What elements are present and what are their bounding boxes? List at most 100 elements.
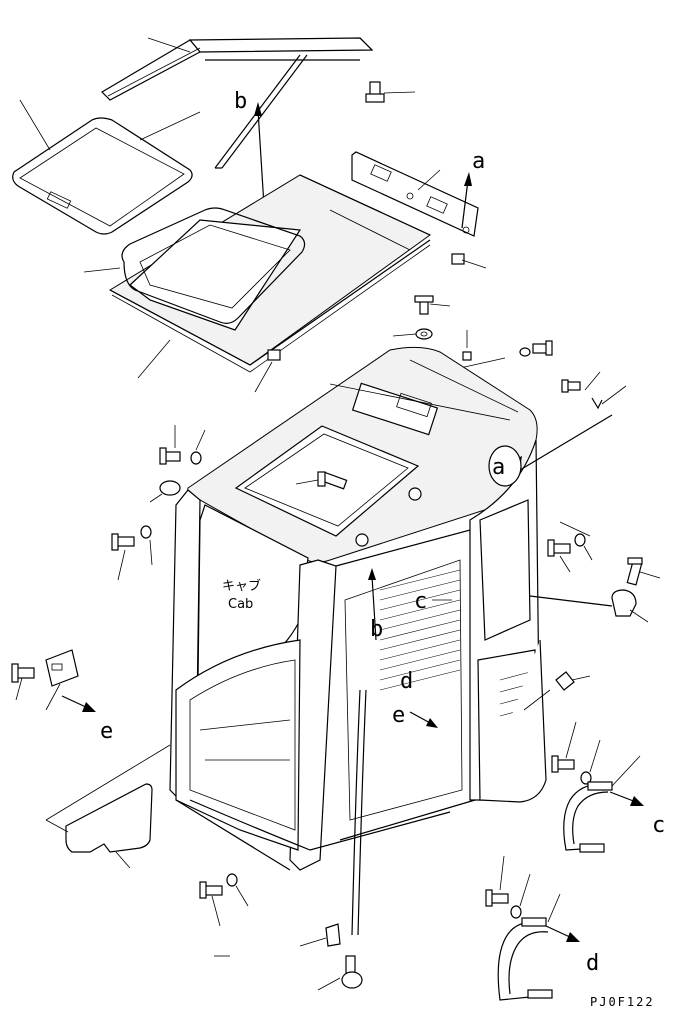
washer [226, 873, 238, 887]
leader-line [601, 385, 627, 405]
cab-label-en: Cab [228, 597, 253, 612]
bolt [551, 755, 575, 773]
door-bracket [45, 649, 79, 687]
arrow-e-body [409, 711, 438, 728]
roof-glass-panel [12, 117, 193, 235]
leader-line [235, 885, 249, 907]
leader-line [83, 267, 121, 273]
bolt [365, 81, 385, 103]
leader-line [523, 689, 551, 711]
leader-line [392, 333, 417, 337]
leader-line [547, 893, 561, 923]
leader-line [417, 169, 441, 191]
arrow-d-side [545, 925, 580, 942]
leader-line [583, 545, 593, 561]
bolt [341, 955, 363, 989]
label-e-side: e [100, 719, 113, 744]
leader-line [254, 361, 273, 393]
cab-label-jp: キャブ [222, 578, 261, 594]
leader-line [19, 99, 51, 151]
rubber-stopper [611, 589, 637, 617]
washer [415, 328, 433, 340]
washer [140, 525, 152, 539]
leader-line [15, 677, 23, 701]
bolt [199, 881, 223, 899]
leader-line [139, 111, 201, 141]
washer [510, 905, 522, 919]
cab-body [169, 346, 547, 936]
leader-line [295, 479, 319, 485]
bolt [11, 663, 35, 683]
leader-line [519, 873, 531, 907]
leader-line [383, 91, 416, 94]
arrow-a-body [488, 414, 613, 487]
washer [580, 771, 592, 785]
leader-line [584, 371, 601, 391]
washer [574, 533, 586, 547]
label-a-body: a [492, 455, 505, 480]
leader-line [299, 937, 327, 947]
leader-line [459, 357, 506, 369]
leader-line [571, 675, 591, 681]
cap [555, 671, 575, 691]
handrail-c [563, 781, 613, 853]
leader-line [149, 539, 153, 566]
label-e-body: e [392, 703, 405, 728]
arrow-a-top [461, 172, 472, 229]
leader-line [639, 571, 661, 579]
arrow-b-body [368, 568, 377, 641]
roof-panel [108, 174, 431, 373]
bolt [485, 889, 509, 907]
leader-line [137, 339, 171, 379]
leader-line [317, 977, 341, 991]
label-b-top: b [234, 89, 247, 114]
leader-line [589, 739, 601, 773]
leader-line [117, 549, 126, 581]
label-c-side: c [652, 813, 665, 838]
drawing-code: PJ0F122 [590, 995, 655, 1009]
bolt [414, 295, 434, 315]
washer [519, 347, 531, 357]
bolt [159, 447, 181, 465]
label-a-top: a [472, 149, 485, 174]
bolt [547, 539, 571, 557]
leader-line [147, 37, 191, 53]
label-d-body: d [400, 669, 413, 694]
leader-line [211, 895, 221, 927]
label-b-body: b [370, 617, 383, 642]
arrow-e-side [61, 695, 96, 712]
bolt [532, 340, 553, 356]
leader-line [115, 851, 131, 869]
arrow-c-side [609, 791, 644, 806]
leader-line [45, 819, 69, 833]
washer [190, 451, 202, 465]
handrail-d [497, 917, 553, 1001]
bolt [111, 533, 135, 551]
bolt [626, 557, 643, 586]
leader-line [529, 595, 613, 607]
nut [267, 349, 281, 361]
side-cover-panel [65, 783, 153, 853]
leader-line [559, 521, 591, 537]
leader-line [559, 555, 571, 573]
leader-line [149, 493, 163, 503]
leader-line [629, 609, 649, 623]
leader-line [45, 744, 171, 821]
bolt [561, 379, 581, 393]
label-d-side: d [586, 951, 599, 976]
roof-window-frame [101, 37, 374, 169]
rear-bracket [351, 151, 479, 237]
leader-line [611, 755, 641, 787]
label-c-body: c [414, 589, 427, 614]
leader-line [461, 259, 487, 269]
nut [462, 351, 472, 361]
bolt [317, 471, 348, 490]
plug [159, 480, 181, 496]
leader-line [499, 855, 505, 891]
leader-line [45, 683, 61, 711]
leader-line [565, 721, 577, 759]
leader-line [429, 303, 451, 307]
clip [591, 397, 603, 410]
bracket [325, 923, 341, 947]
